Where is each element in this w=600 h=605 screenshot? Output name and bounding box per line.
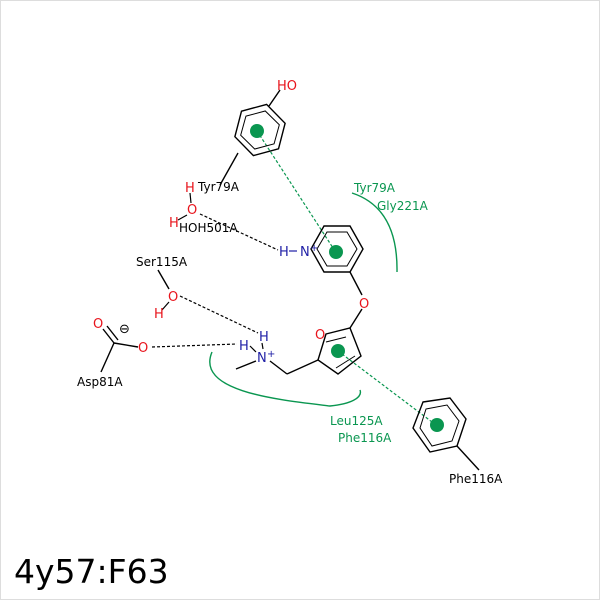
amine-n-label: N bbox=[257, 351, 267, 366]
ether-o-label: O bbox=[359, 297, 369, 312]
hbond-water-pyridine bbox=[199, 213, 279, 251]
bond-asp-o1a bbox=[102, 328, 115, 344]
hydroxyl-label: HO bbox=[277, 79, 297, 94]
bond-asp-cb bbox=[100, 342, 115, 373]
asp-o1-label: O bbox=[93, 317, 103, 332]
bond-ser-oh bbox=[161, 301, 170, 311]
phe116a-ring bbox=[412, 397, 480, 471]
amine-charge: + bbox=[267, 349, 275, 360]
bond-amine-h bbox=[261, 342, 264, 350]
phe116a-residue-label: Phe116A bbox=[449, 472, 503, 486]
contact-tyr79a-label: Tyr79A bbox=[353, 181, 396, 195]
ser-o-label: O bbox=[168, 290, 178, 305]
tyr79a-residue-label: Tyr79A bbox=[197, 180, 240, 194]
asp-o2-label: O bbox=[138, 341, 148, 356]
pyridine-n-label: N bbox=[300, 245, 310, 260]
contact-phe116a-label: Phe116A bbox=[338, 431, 392, 445]
pyridine-h-label: H bbox=[279, 245, 289, 260]
ser115a-label: Ser115A bbox=[136, 255, 188, 269]
furan-o-label: O bbox=[315, 328, 325, 343]
bond-asp-o2 bbox=[113, 342, 139, 348]
bond-amine-ch2 bbox=[269, 360, 288, 375]
contact-gly221a-label: Gly221A bbox=[377, 199, 429, 213]
bond-water-h1 bbox=[189, 192, 192, 204]
asp81a-label: Asp81A bbox=[77, 375, 123, 389]
pyridinium-ring bbox=[310, 225, 364, 296]
hydrophobic-contact-arc-lower bbox=[209, 351, 362, 407]
bond-asp-o1b bbox=[106, 325, 119, 341]
contact-leu125a-label: Leu125A bbox=[330, 414, 383, 428]
ring-centroid bbox=[430, 418, 444, 432]
hydrophobic-contact-arc-upper bbox=[351, 192, 398, 273]
water-h1-label: H bbox=[185, 181, 195, 196]
asp-charge: ⊖ bbox=[119, 322, 130, 337]
ring-centroid bbox=[329, 245, 343, 259]
pi-stacking-line-phe116a bbox=[337, 350, 437, 426]
pyridine-charge: + bbox=[310, 243, 318, 254]
ring-centroid bbox=[250, 124, 264, 138]
hbond-ser-amine bbox=[179, 295, 259, 334]
tyr79a-ring bbox=[219, 89, 286, 186]
bond-water-h2 bbox=[177, 214, 188, 221]
structure-id-title: 4y57:F63 bbox=[14, 552, 169, 591]
amine-h2-label: H bbox=[239, 339, 249, 354]
ring-centroid bbox=[331, 344, 345, 358]
amine-h1-label: H bbox=[259, 330, 269, 345]
pi-stacking-line-tyr79a bbox=[256, 130, 336, 252]
bond-ser-cb bbox=[157, 269, 170, 290]
hbond-asp-amine bbox=[151, 343, 238, 348]
ser-h-label: H bbox=[154, 307, 164, 322]
water-h2-label: H bbox=[169, 216, 179, 231]
hoh501a-label: HOH501A bbox=[179, 221, 238, 235]
bond-amine-methyl bbox=[235, 360, 257, 370]
furan-ring bbox=[286, 308, 363, 375]
water-o-label: O bbox=[187, 203, 197, 218]
bond-amine-h2 bbox=[249, 345, 257, 353]
